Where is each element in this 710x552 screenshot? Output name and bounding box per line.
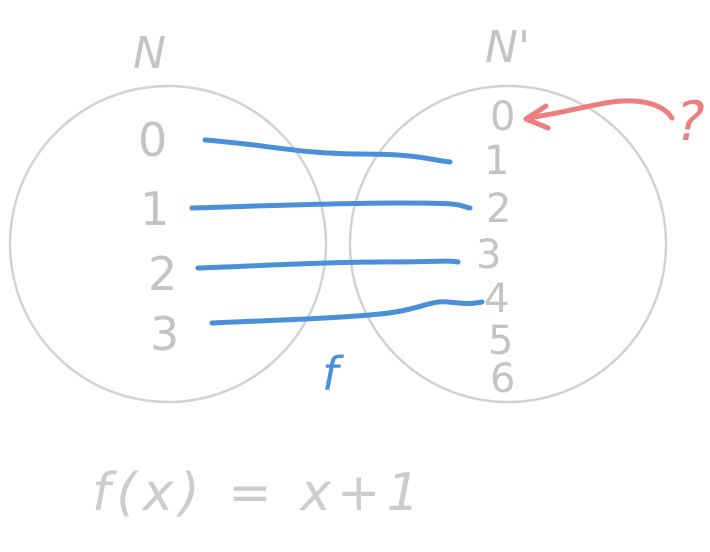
domain-set-label: N bbox=[133, 28, 166, 79]
function-label: f bbox=[322, 347, 344, 401]
codomain-element-2: 2 bbox=[486, 186, 511, 232]
function-formula: f(x) = x+1 bbox=[92, 463, 426, 523]
question-arrow-head bbox=[523, 103, 551, 131]
domain-element-1: 1 bbox=[140, 182, 169, 236]
mapping-line-3-to-4 bbox=[209, 299, 485, 326]
domain-element-3: 3 bbox=[150, 307, 179, 361]
codomain-element-0: 0 bbox=[490, 94, 515, 140]
codomain-set-circle bbox=[348, 84, 668, 404]
mapping-line-2-to-3 bbox=[195, 258, 461, 271]
question-mark: ? bbox=[676, 90, 705, 153]
mapping-line-1-to-2 bbox=[189, 200, 473, 211]
mapping-line-0-to-1 bbox=[202, 137, 453, 165]
question-arrow bbox=[525, 98, 675, 121]
codomain-element-1: 1 bbox=[484, 138, 509, 184]
codomain-element-6: 6 bbox=[490, 356, 515, 402]
codomain-set-label: N' bbox=[485, 22, 530, 73]
domain-element-2: 2 bbox=[148, 247, 177, 301]
domain-set-circle bbox=[8, 84, 328, 404]
codomain-element-4: 4 bbox=[484, 276, 509, 322]
domain-element-0: 0 bbox=[138, 113, 167, 167]
codomain-element-5: 5 bbox=[488, 318, 513, 364]
codomain-element-3: 3 bbox=[476, 232, 501, 278]
